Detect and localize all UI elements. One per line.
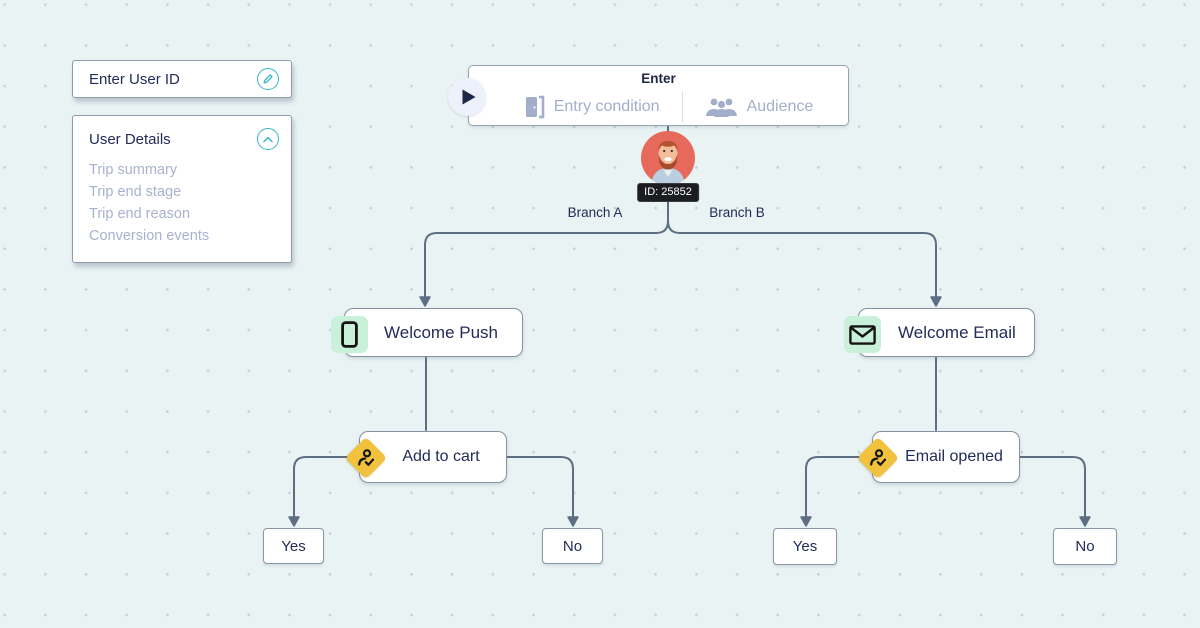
user-details-panel: User Details Trip summary Trip end stage…	[72, 115, 292, 263]
arrowhead	[288, 516, 300, 527]
edit-button[interactable]	[257, 68, 279, 90]
play-icon	[462, 89, 475, 105]
enter-node[interactable]: Enter Entry condition Audience	[448, 65, 849, 126]
email-icon-container	[844, 316, 881, 353]
envelope-icon	[849, 324, 876, 345]
email-opened-node[interactable]: Email opened	[856, 431, 1020, 483]
chevron-up-icon	[263, 136, 273, 142]
welcome-email-label: Welcome Email	[898, 322, 1016, 342]
user-details-title: User Details	[89, 130, 171, 148]
arrowhead	[800, 516, 812, 527]
user-details-list: Trip summary Trip end stage Trip end rea…	[89, 159, 291, 247]
arrowhead	[419, 296, 431, 307]
arrowhead	[1079, 516, 1091, 527]
wire-opened-no	[1019, 456, 1086, 519]
welcome-push-node[interactable]: Welcome Push	[331, 308, 523, 357]
detail-item-trip-end-stage[interactable]: Trip end stage	[89, 184, 182, 200]
entry-condition-label[interactable]: Entry condition	[553, 98, 660, 115]
wire-cart-no	[506, 456, 574, 519]
welcome-push-label: Welcome Push	[384, 322, 499, 342]
user-avatar[interactable]	[641, 131, 695, 185]
audience-people-icon	[705, 98, 737, 117]
collapse-button[interactable]	[257, 128, 279, 150]
enter-node-title: Enter	[641, 71, 676, 86]
user-id-input-panel[interactable]: Enter User ID	[72, 60, 292, 98]
welcome-email-node[interactable]: Welcome Email	[844, 308, 1035, 357]
push-icon-container	[331, 316, 368, 353]
branch-b-label: Branch B	[709, 205, 765, 220]
branch-b-no-node[interactable]: No	[1053, 528, 1117, 565]
detail-item-trip-summary[interactable]: Trip summary	[89, 162, 178, 178]
play-button[interactable]	[448, 78, 486, 116]
user-check-icon	[870, 449, 887, 466]
condition-diamond	[856, 436, 900, 480]
user-id-badge: ID: 25852	[637, 183, 699, 202]
audience-label[interactable]: Audience	[746, 98, 814, 115]
detail-item-conversion-events[interactable]: Conversion events	[89, 228, 210, 244]
divider	[681, 92, 683, 122]
user-check-icon	[358, 449, 375, 466]
branch-a-yes-node[interactable]: Yes	[263, 528, 324, 564]
condition-diamond	[344, 436, 388, 480]
add-to-cart-label: Add to cart	[402, 448, 480, 465]
branch-a-label: Branch A	[567, 205, 623, 220]
add-to-cart-node[interactable]: Add to cart	[344, 431, 507, 483]
user-id-label: Enter User ID	[89, 70, 180, 88]
branch-a-no-node[interactable]: No	[542, 528, 603, 564]
phone-icon	[341, 321, 358, 348]
detail-item-trip-end-reason[interactable]: Trip end reason	[89, 206, 191, 222]
avatar-image	[641, 131, 695, 185]
branch-b-yes-node[interactable]: Yes	[773, 528, 837, 565]
pencil-icon	[263, 74, 273, 84]
door-icon	[525, 95, 545, 119]
arrowhead	[567, 516, 579, 527]
email-opened-label: Email opened	[905, 448, 1003, 465]
arrowhead	[930, 296, 942, 307]
